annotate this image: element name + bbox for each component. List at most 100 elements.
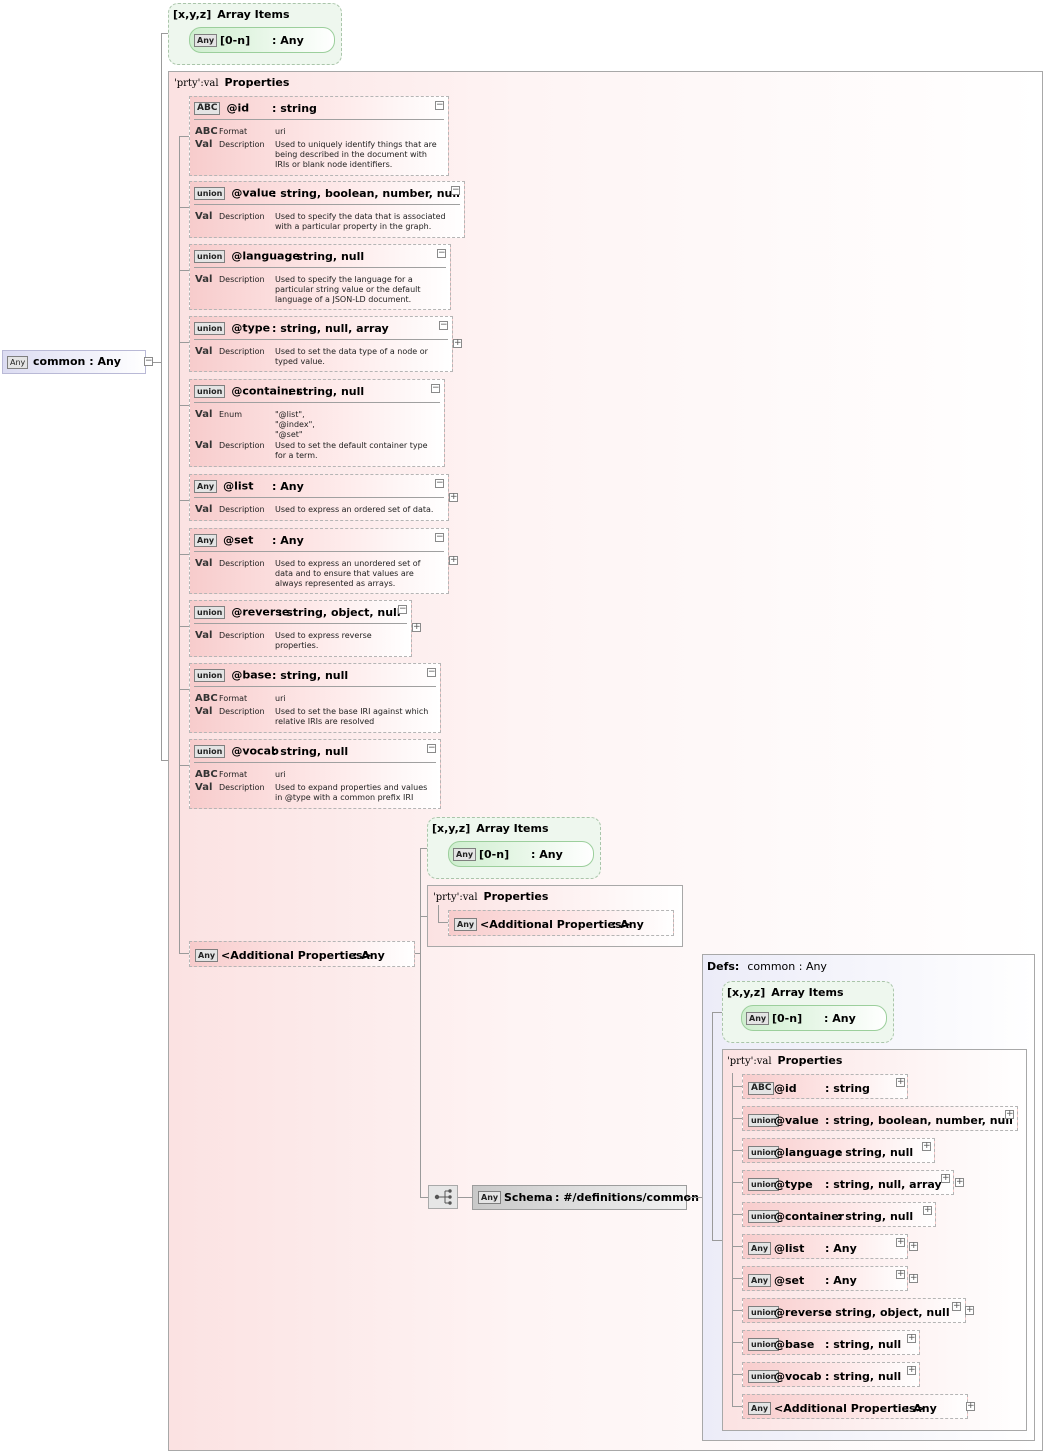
any-type-icon: Any bbox=[748, 1242, 772, 1255]
properties-icon: 'prty':val bbox=[433, 892, 478, 903]
defs-name: common : Any bbox=[747, 960, 827, 973]
schema-name: Schema bbox=[504, 1191, 553, 1204]
value-icon: Val bbox=[195, 346, 213, 357]
any-type-icon: Any bbox=[194, 533, 218, 547]
array-item-node[interactable]: Any [0-n] : Any bbox=[741, 1005, 887, 1031]
defs-property-set[interactable]: Any@set: Any bbox=[742, 1266, 908, 1291]
value-icon: Val bbox=[195, 782, 213, 793]
defs-property-type[interactable]: union@type: string, null, array bbox=[742, 1170, 954, 1195]
value-icon: Val bbox=[195, 558, 213, 569]
expand-icon[interactable]: + bbox=[923, 1205, 932, 1215]
collapse-icon[interactable]: − bbox=[427, 743, 436, 753]
value-icon: Val bbox=[195, 440, 213, 451]
collapse-icon[interactable]: − bbox=[431, 383, 440, 393]
collapse-toggle-icon[interactable]: − bbox=[144, 356, 153, 366]
expand-icon[interactable]: + bbox=[952, 1301, 961, 1311]
array-items-group-nested: [x,y,z]Array Items Any [0-n] : Any bbox=[427, 817, 601, 879]
union-type-icon: union bbox=[194, 668, 226, 682]
any-type-icon: Any bbox=[453, 848, 477, 861]
defs-property-container[interactable]: union@container: string, null bbox=[742, 1202, 936, 1227]
expand-icon[interactable]: + bbox=[896, 1269, 905, 1279]
collapse-icon[interactable]: − bbox=[435, 532, 444, 542]
expand-icon[interactable]: + bbox=[453, 338, 462, 348]
root-node[interactable]: Any common : Any bbox=[2, 350, 146, 374]
schema-reference-node[interactable]: Any Schema : #/definitions/common bbox=[472, 1185, 699, 1210]
expand-icon[interactable]: + bbox=[907, 1365, 916, 1375]
expand-icon[interactable]: + bbox=[955, 1177, 964, 1187]
union-type-icon: union bbox=[748, 1306, 780, 1319]
union-type-icon: union bbox=[748, 1370, 780, 1383]
defs-property-list[interactable]: Any@list: Any bbox=[742, 1234, 908, 1259]
string-type-icon: ABC bbox=[748, 1082, 775, 1095]
union-type-icon: union bbox=[194, 321, 226, 335]
properties-icon: 'prty':val bbox=[174, 78, 219, 89]
format-icon: ABC bbox=[195, 769, 218, 780]
collapse-icon[interactable]: − bbox=[435, 100, 444, 110]
expand-icon[interactable]: + bbox=[896, 1077, 905, 1087]
expand-icon[interactable]: + bbox=[1005, 1109, 1014, 1119]
expand-icon[interactable]: + bbox=[907, 1333, 916, 1343]
additional-properties-node[interactable]: Any <Additional Properties> : Any bbox=[189, 941, 415, 967]
any-type-icon: Any bbox=[7, 356, 29, 369]
collapse-icon[interactable]: − bbox=[439, 320, 448, 330]
any-type-icon: Any bbox=[478, 1191, 502, 1204]
branch-connector bbox=[179, 136, 189, 137]
array-item-type: : Any bbox=[272, 34, 304, 47]
choice-compositor-icon[interactable] bbox=[428, 1185, 458, 1209]
expand-icon[interactable]: + bbox=[412, 622, 421, 632]
collapse-icon[interactable]: − bbox=[437, 248, 446, 258]
expand-icon[interactable]: + bbox=[449, 555, 458, 565]
expand-icon[interactable]: + bbox=[896, 1237, 905, 1247]
union-type-icon: union bbox=[748, 1178, 780, 1191]
array-item-node[interactable]: Any [0-n] : Any bbox=[448, 841, 594, 867]
defs-label: Defs: bbox=[707, 960, 740, 973]
defs-property-vocab[interactable]: union@vocab: string, null bbox=[742, 1362, 920, 1387]
union-type-icon: union bbox=[194, 744, 226, 758]
value-icon: Val bbox=[195, 211, 213, 222]
any-type-icon: Any bbox=[748, 1402, 772, 1415]
expand-icon[interactable]: + bbox=[965, 1305, 974, 1315]
property-value[interactable]: union@value: string, boolean, number, nu… bbox=[189, 181, 465, 238]
array-icon: [x,y,z] bbox=[432, 822, 471, 835]
collapse-icon[interactable]: − bbox=[451, 185, 460, 195]
union-type-icon: union bbox=[748, 1146, 780, 1159]
union-type-icon: union bbox=[194, 249, 226, 263]
root-type: : Any bbox=[89, 355, 121, 368]
expand-icon[interactable]: + bbox=[966, 1401, 975, 1411]
defs-property-base[interactable]: union@base: string, null bbox=[742, 1330, 920, 1355]
array-item-node[interactable]: Any [0-n] : Any bbox=[189, 27, 335, 53]
defs-additional-properties[interactable]: Any<Additional Properties>: Any bbox=[742, 1394, 968, 1419]
union-type-icon: union bbox=[748, 1210, 780, 1223]
collapse-icon[interactable]: − bbox=[398, 604, 407, 614]
collapse-icon[interactable]: − bbox=[427, 667, 436, 677]
any-type-icon: Any bbox=[454, 918, 478, 931]
expand-icon[interactable]: + bbox=[909, 1273, 918, 1283]
array-items-title: Array Items bbox=[217, 8, 290, 21]
expand-icon[interactable]: + bbox=[449, 492, 458, 502]
collapse-icon[interactable]: − bbox=[435, 478, 444, 488]
defs-property-value[interactable]: union@value: string, boolean, number, nu… bbox=[742, 1106, 1018, 1131]
expand-icon[interactable]: + bbox=[941, 1173, 950, 1183]
any-type-icon: Any bbox=[194, 34, 218, 47]
format-icon: ABC bbox=[195, 126, 218, 137]
expand-icon[interactable]: + bbox=[909, 1241, 918, 1251]
additional-properties-node[interactable]: Any <Additional Properties> : Any bbox=[448, 910, 674, 936]
union-type-icon: union bbox=[748, 1338, 780, 1351]
expand-icon[interactable]: + bbox=[922, 1141, 931, 1151]
value-icon: Val bbox=[195, 409, 213, 420]
defs-property-language[interactable]: union@language: string, null bbox=[742, 1138, 935, 1163]
defs-property-reverse[interactable]: union@reverse: string, object, null bbox=[742, 1298, 966, 1323]
defs-property-id[interactable]: ABC@id: string bbox=[742, 1074, 908, 1099]
union-type-icon: union bbox=[194, 605, 226, 619]
array-item-name: [0-n] bbox=[220, 34, 251, 47]
